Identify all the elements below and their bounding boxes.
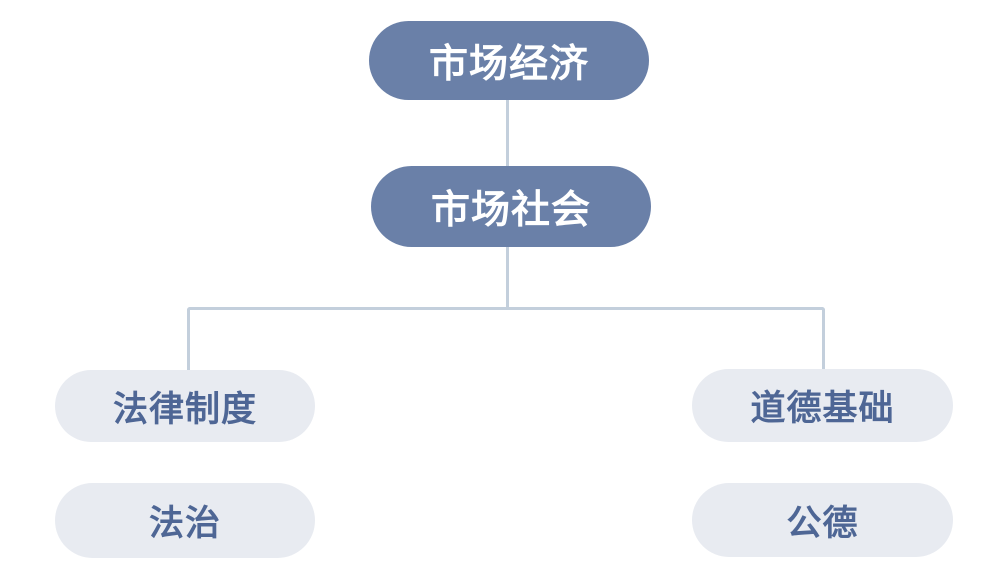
- connector-branch-bracket: [187, 307, 825, 370]
- node-rule-of-law: 法治: [55, 483, 315, 558]
- node-public-morality-label: 公德: [786, 503, 859, 543]
- node-legal-system-label: 法律制度: [112, 389, 257, 429]
- node-moral-foundation: 道德基础: [692, 369, 953, 442]
- node-market-economy-label: 市场经济: [428, 42, 589, 86]
- node-market-society: 市场社会: [371, 166, 651, 247]
- node-legal-system: 法律制度: [55, 370, 315, 442]
- node-public-morality: 公德: [692, 483, 953, 557]
- node-rule-of-law-label: 法治: [148, 504, 221, 543]
- node-market-economy: 市场经济: [369, 21, 649, 100]
- connector-market-society-to-branches: [506, 246, 509, 309]
- connector-market-economy-to-market-society: [506, 99, 509, 167]
- node-moral-foundation-label: 道德基础: [750, 389, 895, 428]
- node-market-society-label: 市场社会: [430, 188, 591, 232]
